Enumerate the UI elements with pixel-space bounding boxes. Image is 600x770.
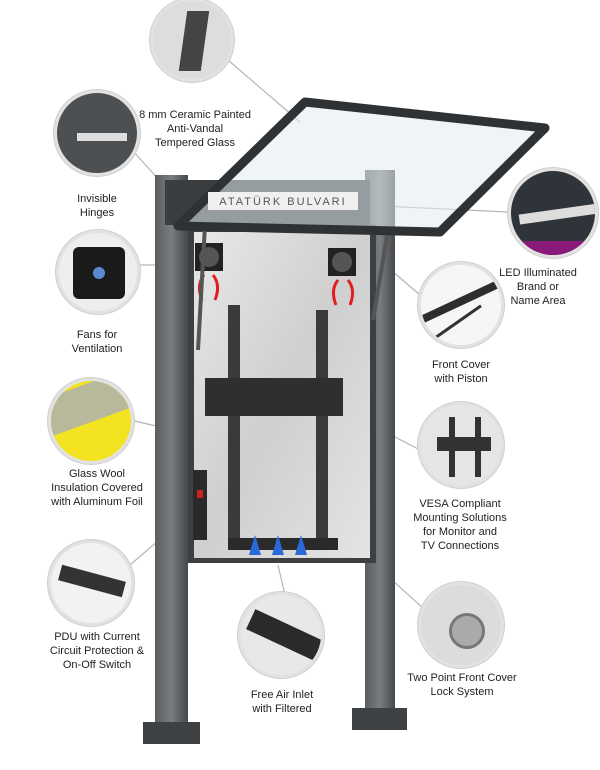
vesa-mount-icon [418,402,504,488]
name-plate [208,192,358,210]
piston-icon [418,262,504,348]
hinge-icon [54,90,140,176]
right-foot [352,708,407,730]
air-filter-icon [238,592,324,678]
pdu-strip [193,470,207,540]
left-foot [143,722,200,744]
vesa-rail-left [228,305,240,545]
glass-wool-icon [48,378,134,464]
name-plate-text: ATATÜRK BULVARI [219,196,346,208]
glass-panel-icon [150,0,234,82]
left-post [155,175,188,730]
vesa-bracket [205,378,343,416]
fan-icon [56,230,140,314]
power-strip-icon [48,540,134,626]
lock-icon [418,582,504,668]
led-sign-icon [508,168,598,258]
vesa-rail-right [316,310,328,545]
air-inlet [228,538,338,550]
